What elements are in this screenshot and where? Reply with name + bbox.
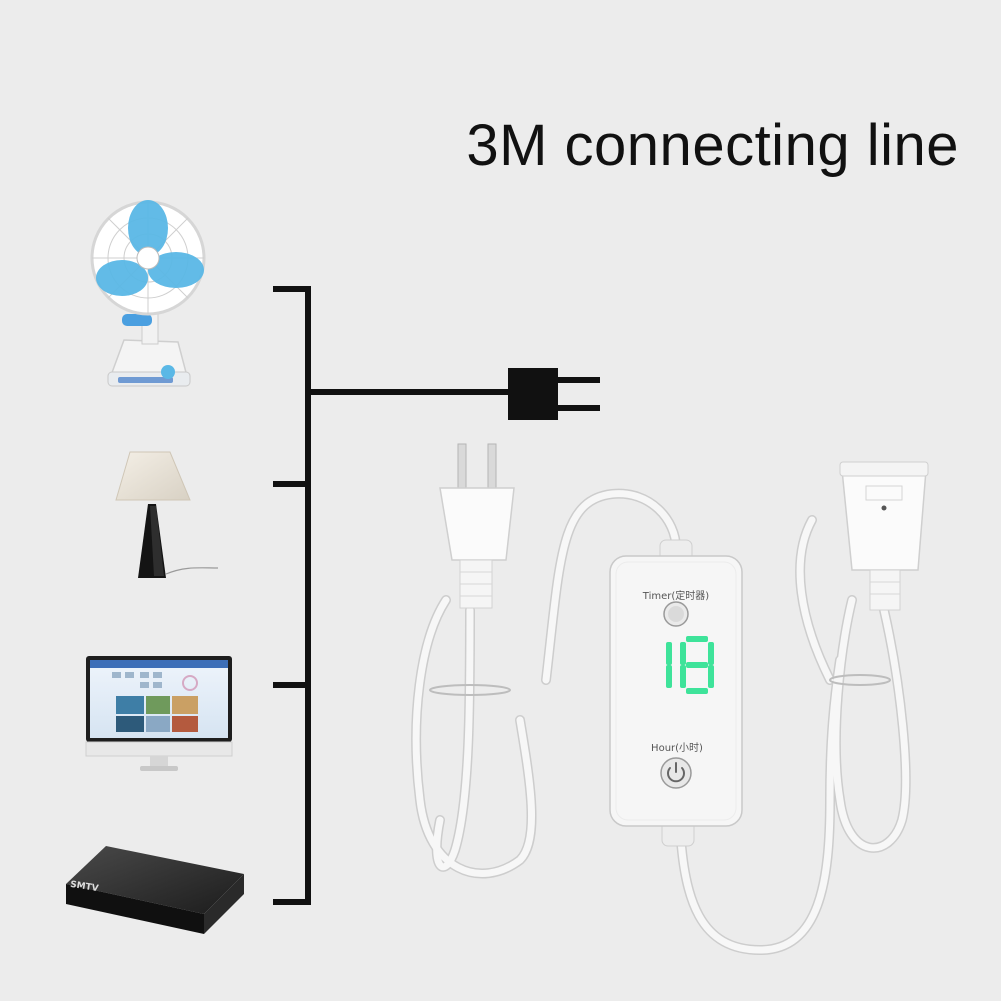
led-segment	[666, 642, 672, 665]
led-segment	[708, 642, 714, 665]
led-segment	[686, 636, 708, 642]
female-socket	[839, 461, 929, 611]
power-button[interactable]	[660, 757, 692, 789]
led-segment	[686, 688, 708, 694]
power-icon	[667, 762, 685, 783]
hour-label: Hour(小时)	[651, 743, 703, 754]
timer-label: Timer(定时器)	[642, 591, 710, 602]
monitor-device	[85, 656, 233, 771]
led-segment	[666, 665, 672, 688]
led-segment	[680, 642, 686, 665]
led-segment	[708, 665, 714, 688]
headline: 3M connecting line	[466, 113, 959, 178]
led-display	[666, 636, 714, 694]
lamp-device	[115, 451, 219, 578]
timer-button[interactable]	[663, 601, 689, 627]
timer-controller	[609, 539, 743, 847]
fan-device	[90, 200, 206, 387]
plug-symbol-icon	[508, 368, 600, 420]
led-segment	[686, 662, 708, 668]
power-cable	[411, 488, 911, 956]
connection-bracket	[273, 286, 513, 905]
led-segment	[680, 665, 686, 688]
tvbox-device	[66, 846, 244, 934]
wall-plug	[439, 443, 515, 609]
